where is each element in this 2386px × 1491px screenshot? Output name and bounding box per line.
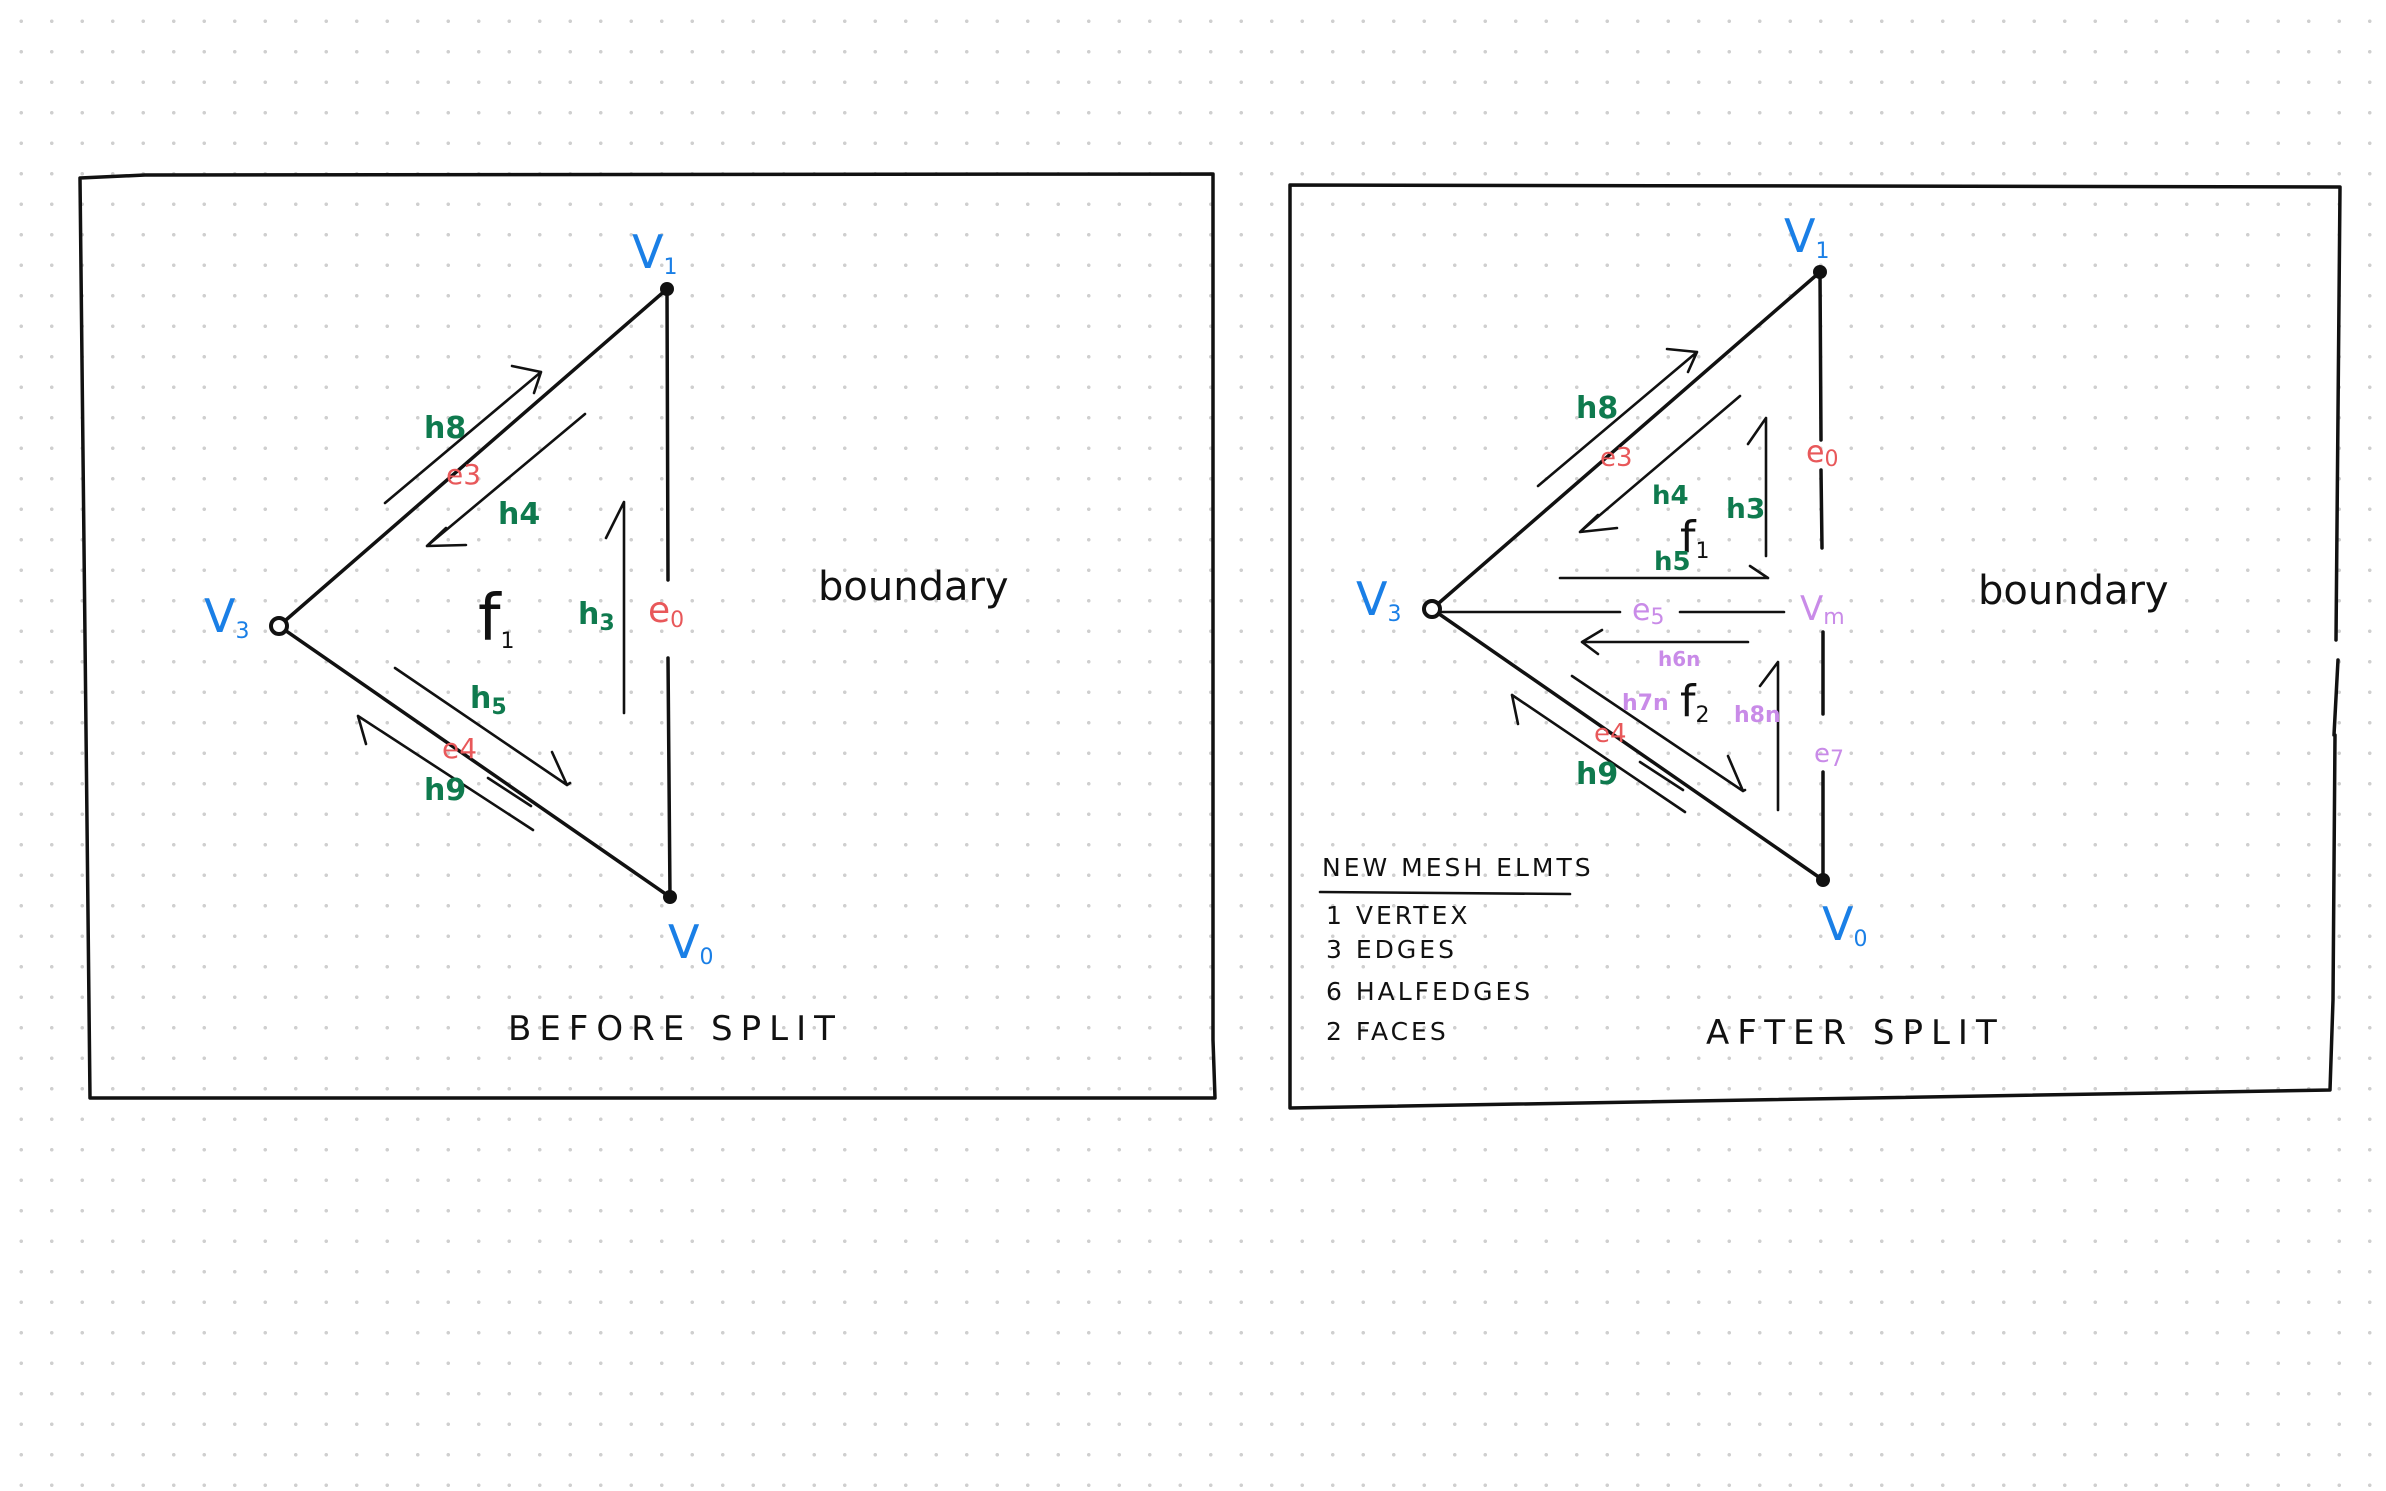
before-caption: BEFORE SPLIT [508,1009,843,1049]
after-halfedge-h5-arrow [1558,564,1770,580]
new-mesh-item: 1 VERTEX [1326,901,1471,930]
after-face-f2-label: f2 [1680,676,1710,728]
after-halfedge-h4-arrow [1578,394,1742,534]
before-vertex-v0-dot [663,890,677,904]
before-edge-e0-label: e0 [648,590,684,633]
before-edge-e3-label: e3 [446,458,481,491]
new-mesh-item: 3 EDGES [1326,935,1457,964]
before-edge-v3-v1 [277,287,669,628]
after-caption: AFTER SPLIT [1706,1013,2005,1053]
before-halfedge-h9-arrow [356,714,535,832]
after-halfedge-h6n-arrow [1580,628,1750,656]
after-halfedge-h7n-label: h7n [1622,691,1669,716]
after-edge-e7-label: e7 [1814,739,1844,772]
before-edge-v3-v0 [277,624,672,899]
after-halfedge-h7n-arrow [1570,674,1747,793]
new-mesh-item: 6 HALFEDGES [1326,977,1533,1006]
after-edge-e0-dash [1819,468,1824,550]
before-halfedge-h4-arrow [425,412,587,548]
after-halfedge-h4-label: h4 [1652,481,1689,511]
after-halfedge-h3-label: h3 [1726,492,1765,525]
before-vertex-v0-label: V0 [668,915,713,970]
after-edge-e0-top [1818,270,1823,442]
after-halfedge-h8-label: h8 [1576,391,1618,426]
after-halfedge-h3-arrow [1746,416,1768,558]
before-panel-frame [78,172,1217,1100]
after-edge-v3-v0 [1430,607,1825,882]
new-mesh-title-underline [1318,890,1572,896]
after-edge-e5-label: e5 [1632,593,1664,630]
after-edge-v3-v1 [1430,270,1822,611]
after-halfedge-h9-extra [1638,760,1685,792]
before-vertex-v3-label: V3 [204,589,249,644]
before-vertex-v3-dot [269,616,289,636]
before-split-panel: V1 V3 V0 f1 e0 e3 e4 h8 h4 h3 h5 h9 boun… [78,172,1217,1100]
after-vertex-v1-label: V1 [1784,209,1829,264]
after-split-panel: V1 V3 V0 Vm f1 f2 e0 e3 e4 e5 e7 h8 h4 h… [1288,183,2342,1110]
after-halfedge-h9-label: h9 [1576,757,1618,792]
before-vertex-v1-dot [660,282,674,296]
before-halfedge-h9-label: h9 [424,773,466,808]
new-mesh-item: 2 FACES [1326,1017,1449,1046]
after-face-f1-label: f1 [1680,512,1710,564]
after-edge-e4-label: e4 [1594,719,1627,749]
after-vertex-v0-label: V0 [1822,897,1867,952]
before-halfedge-h8-label: h8 [424,411,466,446]
before-halfedge-h5-arrow [393,666,572,787]
new-mesh-title: NEW MESH ELMTS [1322,853,1594,882]
before-halfedge-h9-extra [486,776,533,808]
after-halfedge-h6n-label: h6n [1658,647,1700,671]
after-halfedge-h8n-arrow [1758,660,1780,812]
after-panel-frame [1288,183,2342,1110]
after-halfedge-h5-label: h5 [1654,547,1691,577]
before-halfedge-h3-arrow [604,500,626,715]
before-halfedge-h3-label: h3 [578,597,615,636]
after-halfedge-h8-arrow [1536,347,1699,488]
after-vertex-v1-dot [1813,265,1827,279]
after-boundary-label: boundary [1978,568,2169,614]
after-vertex-v3-label: V3 [1356,572,1401,627]
before-halfedge-h5-label: h5 [470,681,507,720]
after-vertex-v3-dot [1422,599,1442,619]
after-halfedge-h9-arrow [1510,693,1687,814]
before-boundary-label: boundary [818,564,1009,610]
after-edge-e3-label: e3 [1600,443,1633,473]
before-edge-e4-label: e4 [442,732,477,765]
before-edge-v1-v0-top [665,287,670,582]
after-vertex-vm-label: Vm [1800,589,1845,630]
after-halfedge-h8n-label: h8n [1734,703,1781,728]
before-edge-v1-v0-bottom [666,656,672,899]
after-vertex-v0-dot [1816,873,1830,887]
before-halfedge-h4-label: h4 [498,497,540,532]
new-mesh-elements-list: NEW MESH ELMTS 1 VERTEX 3 EDGES 6 HALFED… [1318,853,1594,1046]
before-vertex-v1-label: V1 [632,225,677,280]
after-edge-e0-label: e0 [1806,435,1838,472]
before-halfedge-h8-arrow [383,364,543,505]
before-face-f1-label: f1 [478,582,515,656]
